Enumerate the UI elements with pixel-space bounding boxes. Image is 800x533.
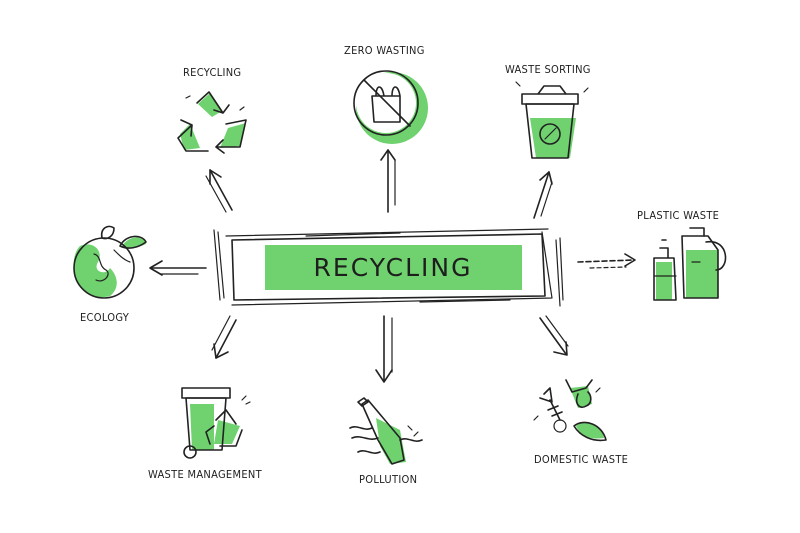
node-label-domestic-waste: DOMESTIC WASTE	[534, 453, 629, 466]
arrow-to-waste-sorting	[533, 171, 553, 219]
sorting-bin-icon	[515, 81, 589, 159]
earth-leaf-icon	[73, 225, 147, 299]
recycle-arrows-icon	[177, 91, 247, 154]
center-box	[213, 228, 564, 307]
node-label-waste-management: WASTE MANAGEMENT	[148, 468, 262, 481]
node-label-pollution: POLLUTION	[359, 473, 418, 486]
plastic-bottles-icon	[653, 227, 727, 301]
no-plastic-bag-icon	[353, 70, 428, 144]
node-label-zero-wasting: ZERO WASTING	[344, 44, 425, 57]
arrow-to-waste-management	[211, 315, 237, 359]
wheelie-bin-icon	[181, 387, 251, 459]
arrow-to-zero-wasting	[380, 149, 396, 213]
arrow-to-recycling	[205, 169, 233, 213]
node-label-ecology: ECOLOGY	[80, 311, 130, 324]
food-scraps-icon	[533, 379, 607, 442]
node-label-plastic-waste: PLASTIC WASTE	[637, 209, 720, 222]
node-label-recycling: RECYCLING	[183, 66, 242, 79]
arrow-to-pollution	[375, 315, 393, 383]
node-label-waste-sorting: WASTE SORTING	[505, 63, 591, 76]
arrow-to-ecology	[149, 260, 207, 276]
arrow-to-domestic-waste	[539, 315, 569, 356]
center-title: RECYCLING	[313, 252, 473, 282]
bottle-in-water-icon	[349, 397, 423, 465]
arrow-to-plastic-waste	[577, 253, 636, 269]
